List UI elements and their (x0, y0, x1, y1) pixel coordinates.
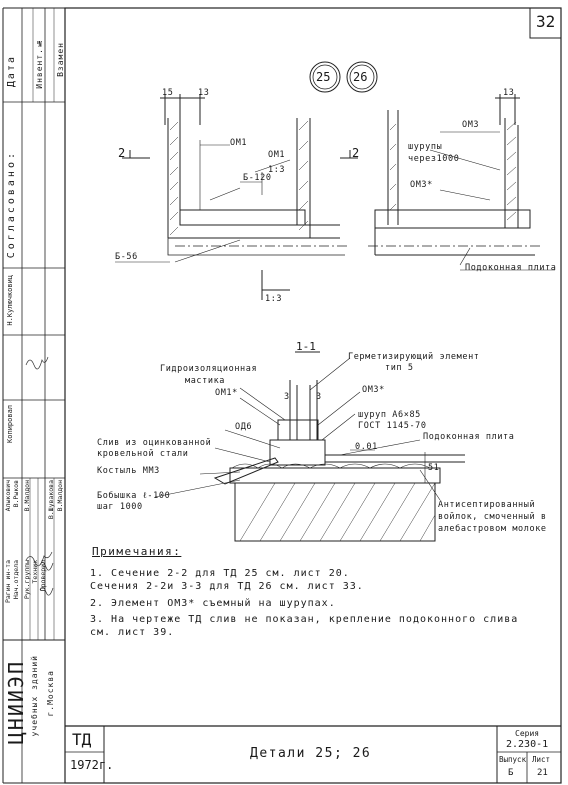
staff-role-2: Рук.группы (23, 560, 31, 600)
label-screw-spec: шуруп А6×85 (358, 410, 421, 420)
section-mark-left: 2 (118, 146, 126, 160)
frame-label-replaces: Взамен (56, 42, 65, 77)
note-line-1: 1. Сечение 2-2 для ТД 25 см. лист 20. (90, 568, 350, 579)
label-od6: ОД6 (235, 422, 253, 432)
label-antiseptic-3: алебастровом молоке (438, 524, 547, 534)
label-sill-plate-top: Подоконная плита (465, 263, 557, 273)
staff-person-0: Алыкович (4, 480, 12, 512)
staff-role-3: Техник (31, 560, 39, 584)
frame-label-b1: Н.Кулючковиц (6, 275, 14, 326)
label-drip-2: кровельной стали (97, 449, 189, 459)
doc-code: ТД (72, 730, 92, 749)
note-line-2: Сечения 2-2и 3-3 для ТД 26 см. лист 33. (90, 581, 364, 592)
label-antiseptic-1: Антисептированный (438, 500, 536, 510)
staff-person-4: В.Малдон (56, 480, 64, 512)
sheet-label: Лист (532, 755, 551, 764)
staff-role-1: Нач.отдела (12, 560, 20, 600)
label-sealing-1: Герметизирующий элемент (348, 352, 480, 362)
org-city: г.Москва (46, 670, 55, 717)
signatures (25, 356, 54, 596)
doc-title: Детали 25; 26 (250, 746, 372, 761)
label-crutch: Костыль ММ3 (97, 466, 160, 476)
dim-51: 51 (428, 463, 440, 473)
staff-person-3: В.Шувакова (47, 480, 55, 520)
notes-heading: Примечания: (92, 545, 182, 558)
issue-value: Б (508, 768, 514, 778)
dim-13: 13 (198, 88, 210, 98)
label-om3-star: ОМ3* (410, 180, 433, 190)
note-line-4: 3. На чертеже ТД слив не показан, крепле… (90, 614, 519, 625)
note-line-3: 2. Элемент ОМ3* съемный на шурупах. (90, 598, 336, 609)
issue-label: Выпуск (499, 755, 527, 764)
section-mark-right: 2 (352, 146, 360, 160)
dim-3-b: 3 (316, 392, 322, 402)
note-line-5: см. лист 39. (90, 627, 175, 638)
label-gost: ГОСТ 1145-70 (358, 421, 427, 431)
label-om3: ОМ3 (462, 120, 480, 130)
sheet-number: 32 (536, 12, 556, 31)
doc-year: 1972г. (70, 758, 114, 772)
label-b56: Б-56 (115, 252, 138, 262)
label-om1-star: ОМ1* (215, 388, 238, 398)
series-value: 2.230-1 (506, 739, 549, 750)
label-hydro-2: мастика (185, 376, 226, 386)
label-b120: Б-120 (243, 173, 272, 183)
label-screws: шурупы (408, 142, 443, 152)
label-om3-section: ОМ3* (362, 385, 385, 395)
staff-role-4: Проверил (39, 560, 47, 592)
sheet-value: 21 (537, 768, 548, 778)
detail-number-26: 26 (353, 70, 368, 84)
label-sill-plate: Подоконная плита (423, 432, 515, 442)
staff-role-0: Рагин ин-та (4, 560, 12, 604)
detail-number-25: 25 (316, 70, 331, 84)
label-001: 0.01 (355, 442, 378, 452)
label-1-3: 1:3 (268, 165, 286, 175)
label-om1-b: ОМ1 (268, 150, 286, 160)
label-every-1000: через1000 (408, 154, 460, 164)
org-name: ЦНИИЭП (4, 660, 28, 745)
label-block-1: Бобышка ℓ-100 (97, 491, 171, 501)
staff-person-1: В.Рыков (12, 480, 20, 508)
frame-label-inventory: Инвент.№ (35, 38, 44, 89)
dim-15: 15 (162, 88, 174, 98)
scale-mark: 1:3 (265, 294, 283, 304)
section-title: 1-1 (296, 340, 316, 353)
label-hydro-1: Гидроизоляционная (160, 364, 258, 374)
label-om1-a: ОМ1 (230, 138, 248, 148)
label-block-2: шаг 1000 (97, 502, 143, 512)
frame-label-agreed: Согласовано: (6, 150, 17, 259)
label-drip-1: Слив из оцинкованной (97, 438, 212, 448)
dim-3-a: 3 (284, 392, 290, 402)
label-sealing-2: тип 5 (385, 363, 414, 373)
series-label: Серия (515, 729, 540, 738)
staff-person-2: В.Малдон (23, 480, 31, 512)
org-subtitle: учебных зданий (30, 655, 39, 737)
label-antiseptic-2: войлок, смоченный в (438, 512, 547, 522)
frame-label-date: Дата (6, 55, 17, 88)
frame-label-b2: Копировал (6, 405, 14, 443)
dim-13-right: 13 (503, 88, 515, 98)
